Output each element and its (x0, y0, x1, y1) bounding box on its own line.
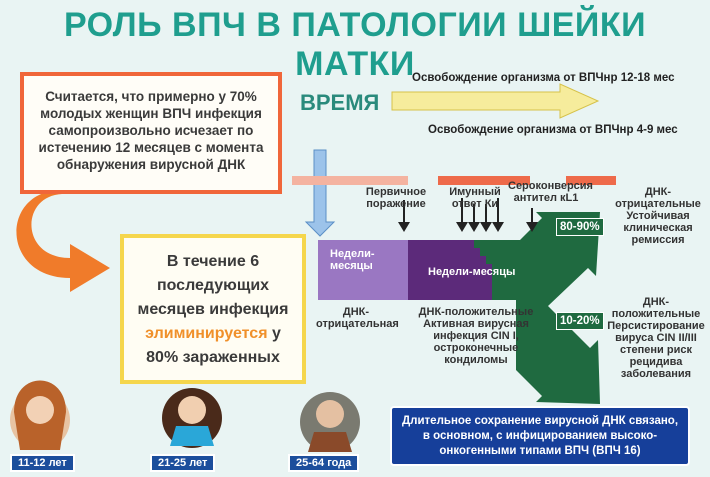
box2-text-after: у 80% зараженных (146, 325, 281, 366)
purple-block-left (318, 240, 408, 300)
purple-block-right (408, 240, 492, 300)
time-arrow (391, 83, 600, 119)
page-title: РОЛЬ ВПЧ В ПАТОЛОГИИ ШЕЙКИ МАТКИ (63, 6, 647, 83)
release-label-2: Освобождение организма от ВПЧнр 4-9 мес (428, 124, 678, 136)
annotation-seroconversion: Сероконверсия антител кL1 (508, 180, 593, 204)
annotation-immune-response: Имунный ответ Ки (449, 186, 501, 210)
age-badge-1: 11-12 лет (10, 454, 75, 472)
box2-highlight: элиминируется (145, 325, 268, 342)
pct-high: 80-90% (556, 218, 604, 236)
box1-text: Считается, что примерно у 70% молодых же… (38, 89, 264, 172)
stage-weeks-months-2: Недели-месяцы (428, 266, 516, 278)
curved-arrow (16, 190, 110, 292)
label-remission: ДНК-отрицательные Устойчивая клиническая… (615, 186, 701, 246)
annotation-primary-lesion: Первичное поражение (365, 186, 427, 210)
age-badge-2: 21-25 лет (150, 454, 216, 472)
timeline-bar-2 (438, 176, 530, 185)
label-persistence: ДНК-положительные Персистирование вируса… (607, 296, 705, 380)
info-box-70-percent: Считается, что примерно у 70% молодых же… (20, 72, 282, 194)
info-text: Длительное сохранение вирусной ДНК связа… (401, 415, 679, 457)
info-box-persistence: Длительное сохранение вирусной ДНК связа… (390, 406, 690, 466)
time-label: ВРЕМЯ (300, 90, 380, 115)
info-box-elimination: В течение 6 последующих месяцев инфекция… (120, 234, 306, 384)
pct-low: 10-20% (556, 312, 604, 330)
release-label-1: Освобождение организма от ВПЧнр 12-18 ме… (412, 72, 675, 84)
timeline-bar-3 (566, 176, 616, 185)
label-dna-positive: ДНК-положительные Активная вирусная инфе… (418, 306, 534, 366)
green-block (474, 212, 600, 404)
timeline-bar-1 (292, 176, 408, 185)
blue-down-arrow (304, 149, 336, 237)
label-dna-negative: ДНК-отрицательная (316, 306, 399, 330)
age-badge-3: 25-64 года (288, 454, 360, 472)
stage-weeks-months-1: Недели-месяцы (330, 248, 375, 272)
box2-text-before: В течение 6 последующих месяцев инфекция (137, 253, 289, 318)
